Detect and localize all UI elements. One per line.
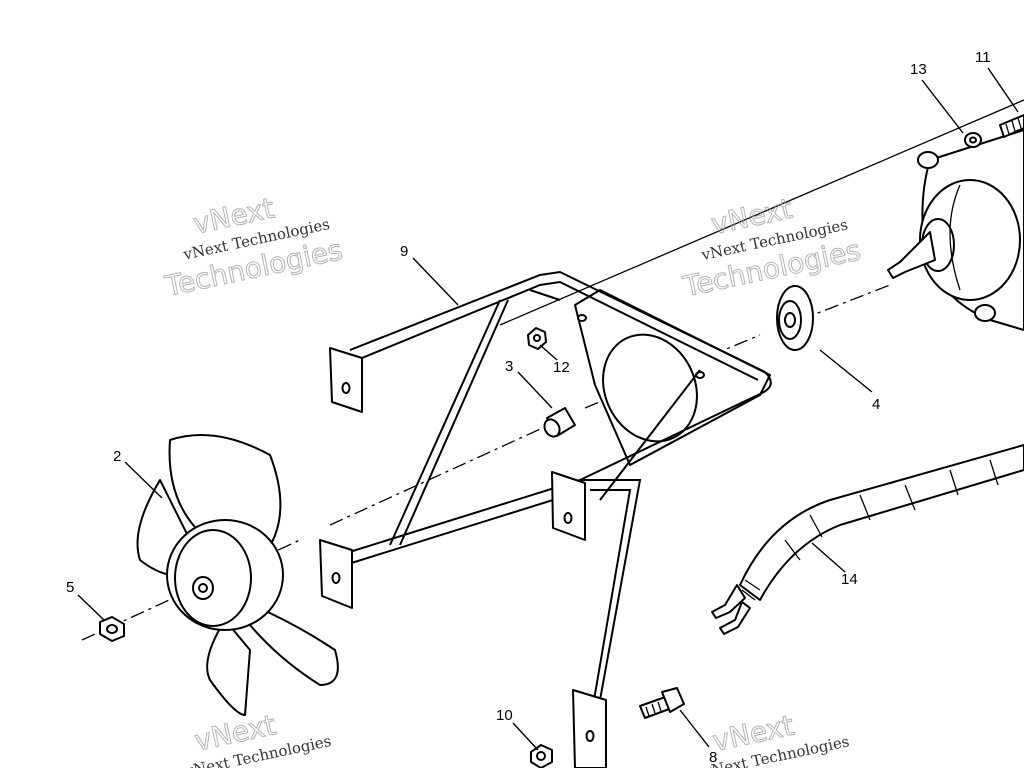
callout-9: 9 [400, 243, 408, 260]
callout-4: 4 [872, 396, 880, 413]
bolt-8 [639, 687, 685, 719]
callout-10: 10 [496, 707, 513, 724]
motor-assembly [887, 129, 1024, 331]
watermark-bottom-right: vNext vNext Technologies [700, 708, 850, 768]
callout-2: 2 [113, 448, 121, 465]
nut-10 [530, 744, 553, 768]
watermark-top-right: vNext vNext Technologies Technologies [679, 191, 864, 304]
callout-8: 8 [709, 749, 717, 766]
screw-11 [999, 114, 1024, 138]
callout-12: 12 [553, 359, 570, 376]
nut-12 [527, 327, 547, 350]
grommet-4 [776, 285, 814, 351]
wire-harness-14 [711, 444, 1024, 635]
callout-11: 11 [975, 49, 991, 66]
callout-13: 13 [910, 61, 927, 78]
callout-14: 14 [841, 571, 858, 588]
bracket-9 [319, 270, 772, 768]
callout-3: 3 [505, 358, 513, 375]
callout-5: 5 [66, 579, 74, 596]
watermark-bottom-left: vNext vNext Technologies [182, 708, 332, 768]
washer-13 [964, 132, 982, 148]
watermark-top-left: vNext vNext Technologies Technologies [161, 191, 346, 304]
fan-blade-2 [136, 434, 339, 716]
nut-5 [99, 616, 125, 642]
spacer-3 [543, 407, 576, 438]
callout-labels: 2 3 4 5 8 9 10 11 12 13 14 [66, 49, 991, 766]
leader-lines [77, 67, 1019, 751]
